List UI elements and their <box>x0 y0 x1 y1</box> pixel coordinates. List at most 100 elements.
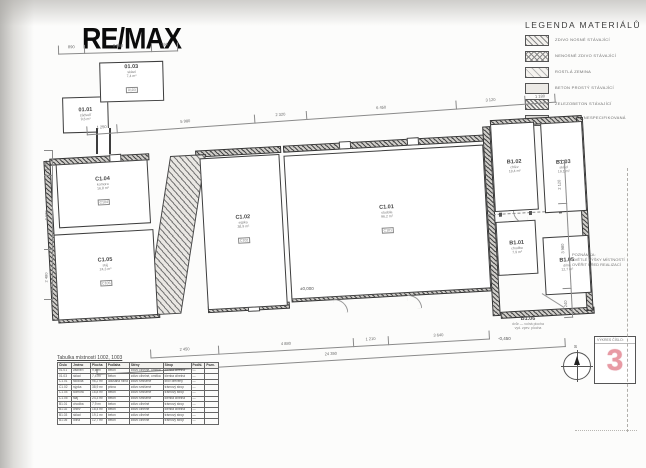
room-tag: C105 <box>99 279 113 287</box>
legend-item-label: ŽELEZOBETON STÁVAJÍCÍ <box>555 101 612 107</box>
room-area: 16,8 m² <box>96 185 110 191</box>
room-area: 18,4 m² <box>508 168 521 174</box>
table-cell <box>204 378 219 386</box>
room-tag: C102 <box>237 237 251 244</box>
table-cell: trámový strop <box>162 390 192 397</box>
table-cell: — <box>190 406 206 414</box>
room-name: sýpka <box>238 220 248 225</box>
table-header-cell: Podhl. <box>190 362 206 369</box>
table-cell: trámový strop <box>162 401 192 408</box>
table-cell: trámový strop <box>162 417 192 425</box>
table-cell: komora <box>71 390 92 397</box>
table-cell <box>204 417 219 425</box>
table-header-cell: Strop <box>162 362 192 369</box>
table-cell: beton <box>105 373 130 380</box>
room-tag: 0103 <box>125 86 138 94</box>
table-header-cell: Podlaha <box>105 362 130 369</box>
table-cell <box>204 412 219 419</box>
table-cell: — <box>190 395 206 403</box>
table-cell: B1.03 <box>56 412 73 419</box>
north-arrow-icon <box>561 350 593 382</box>
room-area: 24,3 m² <box>99 266 112 272</box>
table-cell: sýpka <box>71 384 92 391</box>
room-code: C1.04 <box>94 175 110 183</box>
room-area: 96,2 m² <box>380 214 394 219</box>
legend-item-label: NENOSNÉ ZDIVO STÁVAJÍCÍ <box>555 53 617 59</box>
room-name: zádveří <box>79 113 92 118</box>
dimension-label: 1 210 <box>365 335 376 342</box>
table-cell: — <box>190 373 206 380</box>
table-cell: B1.01 <box>56 401 73 408</box>
table-cell: beton <box>105 390 130 397</box>
dimension-label: 6 450 <box>375 104 387 111</box>
dim-segment: 1 210 <box>352 335 388 348</box>
table-cell: — <box>190 412 206 419</box>
table-header-cell: Číslo <box>56 362 73 369</box>
room-name: chodba <box>511 245 523 251</box>
north-label: S <box>574 344 578 349</box>
room-code: 01.03 <box>124 63 139 71</box>
room-name: dvůr — volná plocha <box>512 322 544 326</box>
table-cell: zádveří <box>71 367 92 375</box>
table-cell: beton <box>105 406 130 414</box>
room-table-title: Tabulka místností 1002, 1003 <box>57 355 123 361</box>
legend-item: ROSTLÁ ZEMINA <box>525 67 643 78</box>
room-name: komora <box>96 181 109 187</box>
scan-edge-shadow <box>0 0 34 468</box>
connecting-corridor <box>96 128 111 154</box>
table-cell: — <box>190 417 206 425</box>
legend-item-label: ZDIVO NOSNÉ STÁVAJÍCÍ <box>555 37 610 43</box>
remax-logo: RE/MAX <box>82 22 182 56</box>
room-code: C1.01 <box>379 204 395 211</box>
legend-item-label: ROSTLÁ ZEMINA <box>555 69 592 75</box>
table-cell <box>204 373 219 380</box>
table-cell: chlév <box>71 406 92 414</box>
table-cell: C1.04 <box>56 390 73 397</box>
table-cell: — <box>190 378 206 386</box>
room-name: sklad <box>127 69 136 75</box>
room-area: vyd. zpev. plocha <box>514 326 542 330</box>
legend-item-label: BETON PROSTÝ STÁVAJÍCÍ <box>555 85 614 91</box>
table-cell: trámový strop <box>162 384 192 391</box>
dimension-label: 2 480 <box>43 272 49 283</box>
window <box>406 137 420 146</box>
legend-item: ZDIVO NOSNÉ STÁVAJÍCÍ <box>525 35 643 46</box>
table-cell: klenba cihelná <box>162 395 192 403</box>
dimension-label: 2 120 <box>556 179 562 190</box>
dimension-label: 760 <box>161 41 168 47</box>
table-cell: — <box>190 384 206 391</box>
level-mark-main: ±0,000 <box>300 286 314 291</box>
table-cell: udusaná hlína <box>105 378 130 386</box>
table-cell: B1.05 <box>56 417 73 425</box>
dimension-label: 3 980 <box>559 243 566 254</box>
table-cell: beton <box>105 367 130 375</box>
note-line: SVĚTLÉ VÝŠKY MÍSTNOSTÍ <box>572 257 625 262</box>
room-name: stodola <box>381 210 393 215</box>
table-cell: beton <box>105 401 130 408</box>
table-cell: — <box>190 390 206 397</box>
table-cell: prkna <box>105 384 130 391</box>
sheet-number-label: VÝKRES ČÍSLO: <box>595 337 635 344</box>
dim-segment: 2 340 <box>83 43 152 54</box>
legend-swatch-icon <box>525 67 549 78</box>
note-line: OVĚŘIT PŘED REALIZACÍ <box>572 262 621 267</box>
table-cell: zdivo cihelné <box>128 417 164 425</box>
room-tag: C104 <box>97 198 111 206</box>
table-cell: C1.02 <box>56 384 73 391</box>
table-cell <box>204 367 219 375</box>
dimension-label: 1 180 <box>534 93 546 100</box>
